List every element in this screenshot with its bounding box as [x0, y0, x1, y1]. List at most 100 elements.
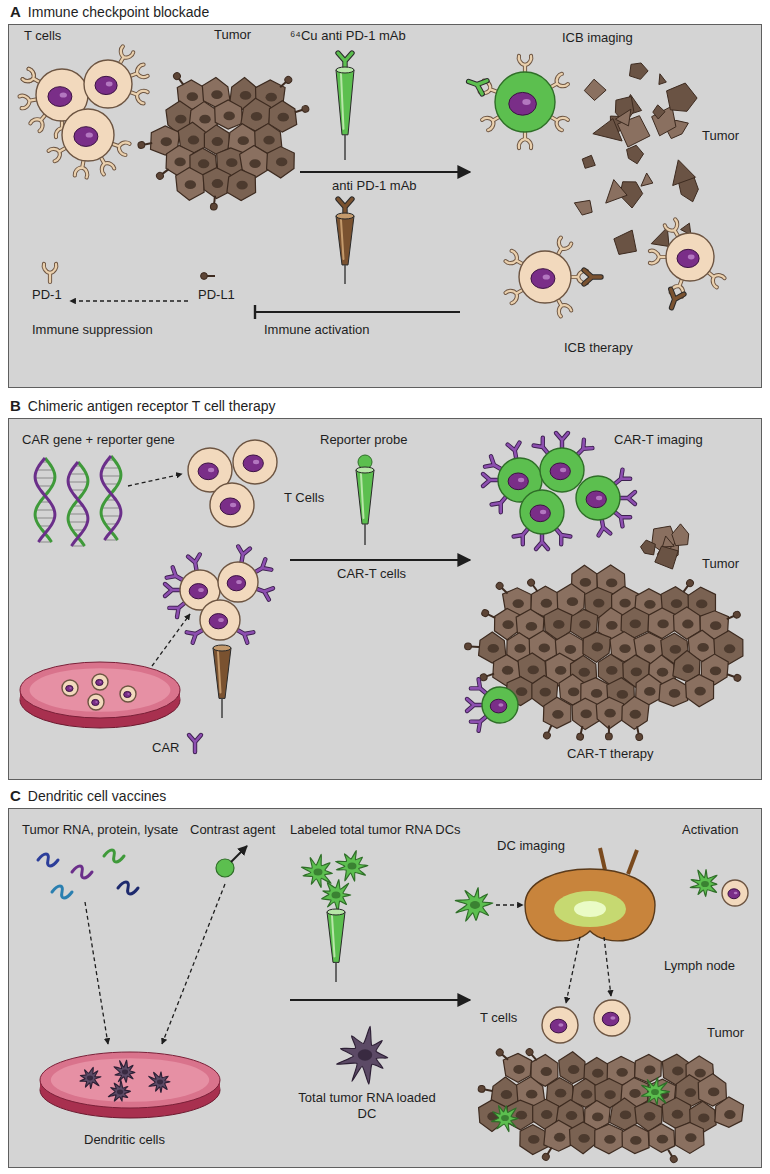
- tumor-debris: [641, 524, 689, 569]
- dna-rung: [101, 516, 120, 517]
- tumor-nucleus: [513, 1065, 524, 1074]
- nucleolus: [596, 496, 602, 500]
- tumor-nucleus: [226, 158, 237, 167]
- ligand-head: [576, 733, 584, 741]
- debris-piece: [584, 79, 606, 100]
- cell-membrane: [540, 448, 584, 492]
- dc-body: [149, 1072, 170, 1093]
- cell-nucleus: [490, 699, 507, 713]
- tumor-cell: [659, 678, 688, 706]
- tumor-mass: [137, 71, 309, 210]
- syringe: [327, 909, 345, 982]
- tumor-nucleus: [671, 599, 682, 608]
- debris-piece: [641, 540, 656, 555]
- tumor-nucleus: [266, 93, 277, 102]
- tumor-nucleus: [670, 645, 681, 654]
- nucleolus: [543, 274, 550, 279]
- tumor-nucleus: [541, 1110, 552, 1119]
- cell-membrane: [520, 490, 564, 534]
- dashed-arrow: [85, 902, 108, 1044]
- t-cell: [466, 56, 568, 148]
- tumor-nucleus: [669, 689, 680, 698]
- cell-nucleus: [198, 463, 218, 480]
- ligand-head: [155, 171, 165, 181]
- label-text: CAR gene + reporter gene: [20, 432, 177, 448]
- tumor-nucleus: [592, 1069, 603, 1078]
- label-text: T Cells: [282, 490, 326, 506]
- syringe-shine: [361, 474, 364, 518]
- label-text: Tumor: [212, 27, 253, 43]
- debris-piece: [672, 524, 689, 546]
- nucleolus: [560, 468, 566, 472]
- dc-body: [455, 888, 493, 922]
- tumor-nucleus: [694, 1069, 705, 1078]
- dendritic-cell: [114, 1060, 135, 1082]
- inhibition-bar: [254, 305, 256, 319]
- tumor-nucleus: [539, 644, 550, 653]
- dc-nucleus: [332, 891, 341, 898]
- tumor-mass: [464, 565, 742, 741]
- receptor-fill: [189, 735, 201, 752]
- nucleolus: [558, 1023, 563, 1027]
- tumor-nucleus: [606, 666, 617, 675]
- nucleolus: [69, 687, 71, 689]
- pdl1-receptor: [526, 578, 540, 594]
- panel-letter: C: [10, 787, 21, 804]
- dendritic-cell: [337, 1026, 388, 1084]
- tumor-nucleus: [657, 668, 668, 677]
- rna-strand: [72, 866, 92, 878]
- cell-nucleus: [530, 505, 550, 522]
- label-text: DC imaging: [495, 838, 567, 854]
- pdl1-receptor: [726, 671, 742, 682]
- rna-strand: [38, 854, 58, 866]
- pd1-receptor: [44, 264, 57, 282]
- tumor-nucleus: [526, 1090, 537, 1099]
- panel-letter: A: [10, 3, 21, 20]
- label-text: T cells: [22, 28, 63, 44]
- pdl1-receptor: [605, 725, 612, 739]
- tumor-nucleus: [541, 1067, 552, 1076]
- pdl1-receptor: [495, 581, 510, 596]
- dendritic-cell: [336, 851, 368, 882]
- nucleolus: [498, 703, 503, 707]
- pdl1-receptor: [172, 71, 186, 87]
- rna-strand: [104, 850, 124, 862]
- debris-piece: [653, 105, 665, 119]
- antibody: [466, 75, 487, 94]
- tumor-nucleus: [696, 599, 707, 608]
- cell-nucleus: [227, 576, 245, 591]
- panel-ground: [8, 808, 762, 1168]
- syringe-top: [213, 645, 231, 651]
- tumor-nucleus: [657, 1135, 668, 1144]
- tumor-nucleus: [251, 112, 262, 121]
- ligand-head: [732, 610, 741, 619]
- ligand-head: [685, 578, 695, 588]
- lymph-node: [525, 848, 655, 941]
- tumor-nucleus: [502, 620, 513, 629]
- nucleolus: [106, 82, 113, 87]
- tumor-cell: [520, 1125, 548, 1155]
- tumor-cell: [649, 1124, 675, 1153]
- tumor-nucleus: [629, 1089, 640, 1098]
- tumor-nucleus: [593, 599, 604, 608]
- ligand-head: [210, 203, 217, 210]
- t-cell: [506, 238, 601, 317]
- dc-nucleus: [87, 1076, 93, 1081]
- tumor-nucleus: [568, 1065, 579, 1074]
- tumor-cell: [559, 1052, 587, 1084]
- panel-grounds: [8, 24, 762, 1168]
- tumor-cell: [595, 1124, 623, 1154]
- dna-rung: [69, 514, 88, 515]
- ligand-head: [542, 731, 551, 740]
- tumor-nucleus: [631, 667, 642, 676]
- dendritic-cell: [149, 1072, 170, 1093]
- dashed-arrow: [496, 904, 523, 905]
- cell-membrane: [62, 109, 114, 161]
- dna-strand: [35, 458, 55, 542]
- nucleolus: [236, 580, 242, 584]
- syringe-shine: [341, 74, 344, 129]
- t-cell: [218, 546, 273, 602]
- dc-body: [491, 1106, 518, 1132]
- label-text: Tumor RNA, protein, lysate: [20, 822, 180, 838]
- dc-nucleus: [501, 1115, 509, 1121]
